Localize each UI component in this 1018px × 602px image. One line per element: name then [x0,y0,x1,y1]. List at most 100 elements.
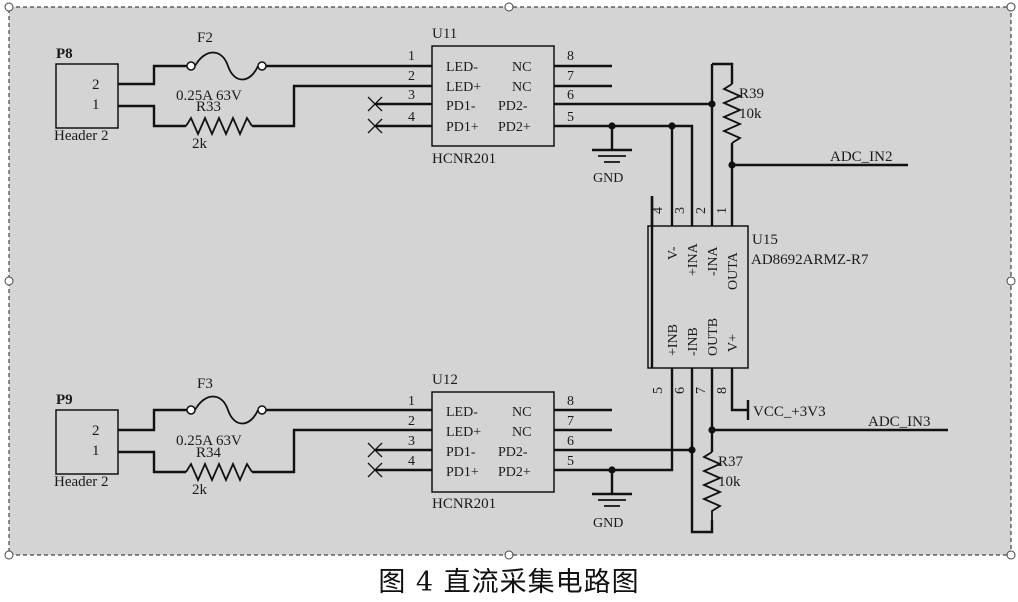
opto-u11-ref: U11 [432,26,457,42]
opamp-pin8-wire [730,368,748,412]
u11-pin-num-6: 6 [567,88,574,103]
connector-p8 [55,63,119,129]
figure-caption: 图 4 直流采集电路图 [378,567,640,598]
connector-p8-pin2: 2 [92,77,100,93]
sheet-area [8,6,1012,556]
u15-pin-num-6: 6 [673,387,688,394]
u12-pin-num-7: 7 [567,414,574,429]
u11-pin-led-plus: LED+ [446,80,481,95]
u11-pin-nc-7: NC [512,80,531,95]
u12-noconnect-2 [367,462,383,478]
gnd-bottom-label: GND [593,516,623,531]
resistor-r33-ref: R33 [196,99,221,115]
u12-pin-pd1-plus: PD1+ [446,465,479,480]
u11-pin-num-5: 5 [567,110,574,125]
u11-pin-num-2: 2 [408,69,415,84]
u15-pin-num-4: 4 [651,207,666,214]
u12-pin-led-minus: LED- [446,405,478,420]
u11-noconnect-1 [367,96,383,112]
u15-pin-num-8: 8 [715,387,730,394]
adc-in2-label: ADC_IN2 [830,149,893,165]
connector-p9-pin2: 2 [92,423,100,439]
u12-pin-num-4: 4 [408,454,415,469]
connector-p8-value: Header 2 [54,128,109,144]
connector-p9-pin1: 1 [92,443,100,459]
u12-pd1-wires [376,448,432,472]
u15-pin-num-1: 1 [715,207,730,214]
fuse-f3-element [194,395,259,425]
gnd-top-label: GND [593,171,623,186]
fuse-f2-end-right [257,61,267,71]
u11-noconnect-2 [367,118,383,134]
u12-pin-pd2-minus: PD2- [498,445,528,460]
schematic-diagram: P8 2 1 Header 2 F2 0.25A 63V R33 2k U11 … [4,2,1016,560]
fuse-f3-wire-left [118,408,187,432]
u12-pin-num-8: 8 [567,394,574,409]
fuse-f3-value: 0.25A 63V [176,433,242,449]
resistor-r33-wire-left [118,104,186,128]
u12-pin-led-plus: LED+ [446,425,481,440]
u11-pd2-plus-wire [554,124,694,226]
u15-pin-vminus: V- [666,246,681,260]
u12-pin-pd1-minus: PD1- [446,445,476,460]
u12-pin-num-2: 2 [408,414,415,429]
u11-pin-pd1-minus: PD1- [446,99,476,114]
fuse-f2-end-left [186,61,196,71]
u11-pd1-wires [376,102,432,128]
connector-p8-pin1: 1 [92,97,100,113]
connector-p9 [55,409,119,475]
resistor-r37-zigzag [701,451,723,520]
fuse-f2-element [194,51,259,81]
bottom-channel: P9 2 1 Header 2 F3 0.25A 63V R34 2k U12 … [54,196,948,534]
connector-p8-ref: P8 [56,46,73,62]
u12-pin-num-3: 3 [408,434,415,449]
fuse-f3-ref: F3 [197,376,213,392]
u15-pin-num-5: 5 [651,387,666,394]
u12-pin-num-5: 5 [567,454,574,469]
resistor-r34-value: 2k [192,482,208,498]
fuse-f3-end-right [257,405,267,415]
resistor-r34-wire-right [252,428,432,474]
u12-pin-num-1: 1 [408,394,415,409]
fuse-f3-end-left [186,405,196,415]
connector-p9-ref: P9 [56,392,73,408]
gnd-bottom-bars [598,499,626,507]
vcc-label: VCC_+3V3 [753,404,826,420]
u12-nc-wires [554,408,612,432]
u12-pin-nc-8: NC [512,405,531,420]
u15-pin-minus-ina: -INA [706,246,721,276]
u12-pin-num-6: 6 [567,434,574,449]
u12-pin-pd2-plus: PD2+ [498,465,531,480]
r39-top-wire [712,62,734,84]
u11-pin-led-minus: LED- [446,60,478,75]
opto-u12-body [431,391,555,493]
resistor-r34-zigzag [185,461,253,483]
opto-u12-part: HCNR201 [432,496,496,512]
opamp-u15-part: AD8692ARMZ-R7 [751,252,869,268]
resistor-r34-ref: R34 [196,445,222,461]
sheet-handles [4,2,1016,560]
opto-u12-ref: U12 [432,372,458,388]
u15-pin-num-3: 3 [673,207,688,214]
resistor-r39-value: 10k [739,106,762,122]
u15-pin-plus-inb: +INB [666,324,681,356]
u15-pin-num-2: 2 [694,207,709,214]
u12-pd2-plus-wire [554,368,674,472]
u11-pin-num-1: 1 [408,49,415,64]
u15-pin-num-7: 7 [694,387,709,394]
u15-pin-outa: OUTA [726,251,741,290]
opto-u11-part: HCNR201 [432,151,496,167]
resistor-r37-ref: R37 [718,454,744,470]
resistor-r33-value: 2k [192,136,208,152]
opamp-u15: U15 AD8692ARMZ-R7 4 3 2 1 V- +INA -INA O… [647,196,869,394]
u11-pin-num-3: 3 [408,88,415,103]
u11-junction-gnd [608,122,616,130]
u11-pin-pd2-plus: PD2+ [498,120,531,135]
u11-pin-pd2-minus: PD2- [498,99,528,114]
u15-pin-minus-inb: -INB [686,327,701,356]
u11-pin-pd1-plus: PD1+ [446,120,479,135]
opamp-u15-body [647,225,749,369]
adc-in3-label: ADC_IN3 [868,414,931,430]
u11-pin-num-8: 8 [567,49,574,64]
resistor-r39-ref: R39 [739,86,764,102]
